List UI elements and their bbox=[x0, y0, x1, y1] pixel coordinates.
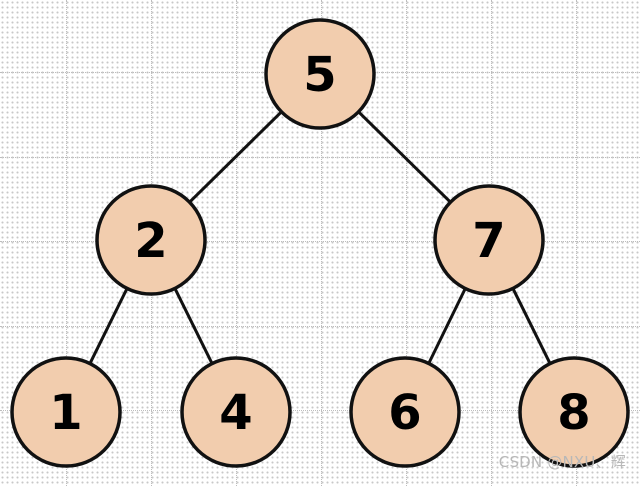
edges-layer bbox=[88, 110, 552, 365]
tree-edge-n7-n8 bbox=[511, 287, 552, 365]
tree-node-label: 7 bbox=[472, 213, 505, 269]
tree-node-label: 4 bbox=[219, 385, 252, 441]
tree-node-n7: 7 bbox=[433, 184, 545, 296]
nodes-layer: 5 2 7 1 4 6 8 bbox=[10, 18, 630, 468]
tree-node-label: 5 bbox=[303, 47, 336, 103]
tree-node-label: 1 bbox=[49, 385, 82, 441]
tree-node-n6: 6 bbox=[349, 356, 461, 468]
tree-node-label: 8 bbox=[557, 385, 590, 441]
tree-node-circle bbox=[95, 184, 207, 296]
tree-node-n8: 8 bbox=[518, 356, 630, 468]
tree-edge-n2-n1 bbox=[88, 287, 129, 365]
tree-node-circle bbox=[433, 184, 545, 296]
tree-node-circle bbox=[349, 356, 461, 468]
tree-node-n5: 5 bbox=[264, 18, 376, 130]
tree-node-circle bbox=[180, 356, 292, 468]
tree-node-label: 6 bbox=[388, 385, 421, 441]
tree-node-n2: 2 bbox=[95, 184, 207, 296]
tree-node-label: 2 bbox=[134, 213, 167, 269]
tree-edge-n2-n4 bbox=[173, 287, 214, 365]
tree-node-circle bbox=[518, 356, 630, 468]
watermark: CSDN @NXU、辉 bbox=[498, 453, 626, 471]
tree-edge-n7-n6 bbox=[427, 287, 467, 365]
tree-edge-n5-n2 bbox=[188, 110, 283, 204]
tree-node-circle bbox=[10, 356, 122, 468]
tree-node-circle bbox=[264, 18, 376, 130]
tree-node-n4: 4 bbox=[180, 356, 292, 468]
tree-edge-n5-n7 bbox=[357, 110, 452, 204]
tree-node-n1: 1 bbox=[10, 356, 122, 468]
